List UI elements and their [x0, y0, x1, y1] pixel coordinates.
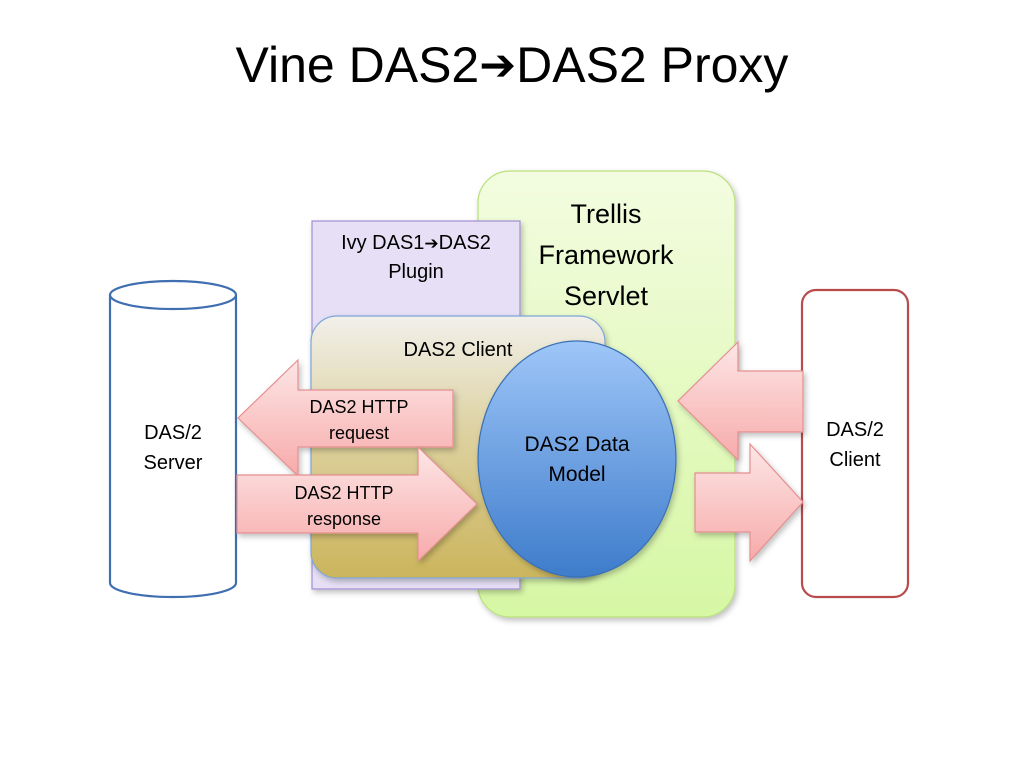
slide-title: Vine DAS2➔DAS2 Proxy	[0, 30, 1024, 103]
ivy-plugin-label: Ivy DAS1➔DAS2 Plugin	[312, 229, 520, 287]
das2-client-label: DAS2 Client	[403, 339, 513, 361]
http-response-label-line1: DAS2 HTTP	[294, 483, 394, 503]
trellis-label: Trellis Framework Servlet	[526, 194, 686, 317]
server-label: DAS/2 Server	[118, 418, 228, 478]
das2-client-endpoint-box	[800, 288, 910, 599]
title-part-2: DAS2 Proxy	[516, 37, 789, 93]
ivy-label-part1: Ivy DAS1	[341, 232, 425, 254]
http-request-label-line2: request	[328, 423, 390, 443]
http-response-label-line2: response	[306, 509, 382, 529]
client-label: DAS/2 Client	[802, 415, 908, 475]
das2-server-cylinder	[108, 279, 238, 599]
ivy-plugin-label-line2: Plugin	[388, 261, 444, 283]
server-label-line2: Server	[143, 452, 203, 474]
http-request-label-line1: DAS2 HTTP	[309, 397, 409, 417]
http-response-label: DAS2 HTTP response	[266, 480, 422, 532]
title-arrow-icon: ➔	[479, 41, 517, 90]
trellis-label-line1: Trellis	[570, 199, 642, 229]
ivy-plugin-label-line1: Ivy DAS1➔DAS2	[312, 229, 520, 258]
data-model-label: DAS2 Data Model	[500, 430, 654, 490]
data-model-label-line1: DAS2 Data	[524, 433, 630, 456]
http-response-arrow	[236, 445, 478, 563]
http-request-arrow	[237, 358, 454, 478]
ivy-arrow-icon: ➔	[424, 234, 439, 253]
server-label-line1: DAS/2	[144, 422, 202, 444]
incoming-arrow-right-top	[677, 340, 804, 462]
outgoing-arrow-right-bottom	[694, 442, 804, 563]
trellis-label-line3: Servlet	[563, 281, 649, 311]
data-model-label-line2: Model	[548, 463, 606, 486]
title-part-1: Vine DAS2	[235, 37, 480, 93]
ivy-label-part2: DAS2	[438, 232, 491, 254]
http-request-label: DAS2 HTTP request	[295, 394, 423, 446]
client-label-line1: DAS/2	[826, 419, 884, 441]
data-model-ellipse	[477, 340, 677, 578]
client-label-line2: Client	[829, 449, 881, 471]
trellis-label-line2: Framework	[538, 240, 674, 270]
